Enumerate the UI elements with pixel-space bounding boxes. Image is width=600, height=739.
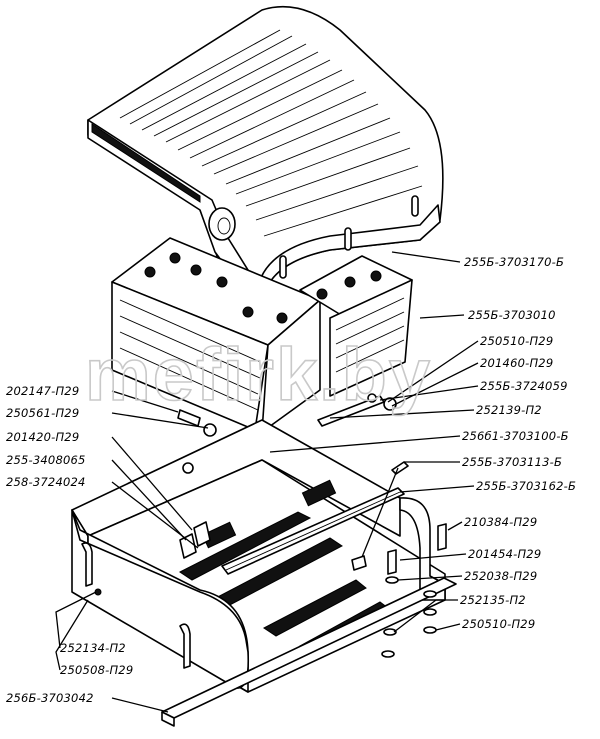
label-r4: 252139-П2 (476, 403, 542, 417)
label-r10: 252038-П29 (464, 569, 537, 583)
label-battery-right: 255Б-3703010 (468, 308, 556, 322)
label-l4: 255-3408065 (6, 453, 86, 467)
part-labels: 255Б-3703170-Б 255Б-3703010 250510-П29 2… (6, 255, 576, 705)
label-r5: 256б1-3703100-Б (462, 429, 569, 443)
label-b2: 250508-П29 (60, 663, 133, 677)
leader-lines (55, 251, 479, 713)
watermark: mefirk.by (85, 333, 432, 416)
label-r12: 250510-П29 (462, 617, 535, 631)
battery-left (111, 237, 321, 433)
mounting-strip (161, 577, 457, 727)
label-r7: 255Б-3703162-Б (476, 479, 576, 493)
label-cover: 255Б-3703170-Б (464, 255, 564, 269)
label-r1: 250510-П29 (480, 334, 553, 348)
battery-tray (71, 419, 446, 693)
battery-right (299, 255, 413, 397)
hardware-stack (351, 461, 447, 658)
label-r2: 201460-П29 (480, 356, 553, 370)
battery-cover (87, 5, 444, 313)
label-l3: 201420-П29 (6, 430, 79, 444)
label-l1: 202147-П29 (6, 384, 79, 398)
label-b3: 256Б-3703042 (6, 691, 94, 705)
label-r3: 255Б-3724059 (480, 379, 568, 393)
label-l2: 250561-П29 (6, 406, 79, 420)
label-l5: 258-3724024 (6, 475, 86, 489)
label-r9: 201454-П29 (468, 547, 541, 561)
label-b1: 252134-П2 (60, 641, 126, 655)
label-r6: 255Б-3703113-Б (462, 455, 562, 469)
label-r8: 210384-П29 (464, 515, 537, 529)
label-r11: 252135-П2 (460, 593, 526, 607)
